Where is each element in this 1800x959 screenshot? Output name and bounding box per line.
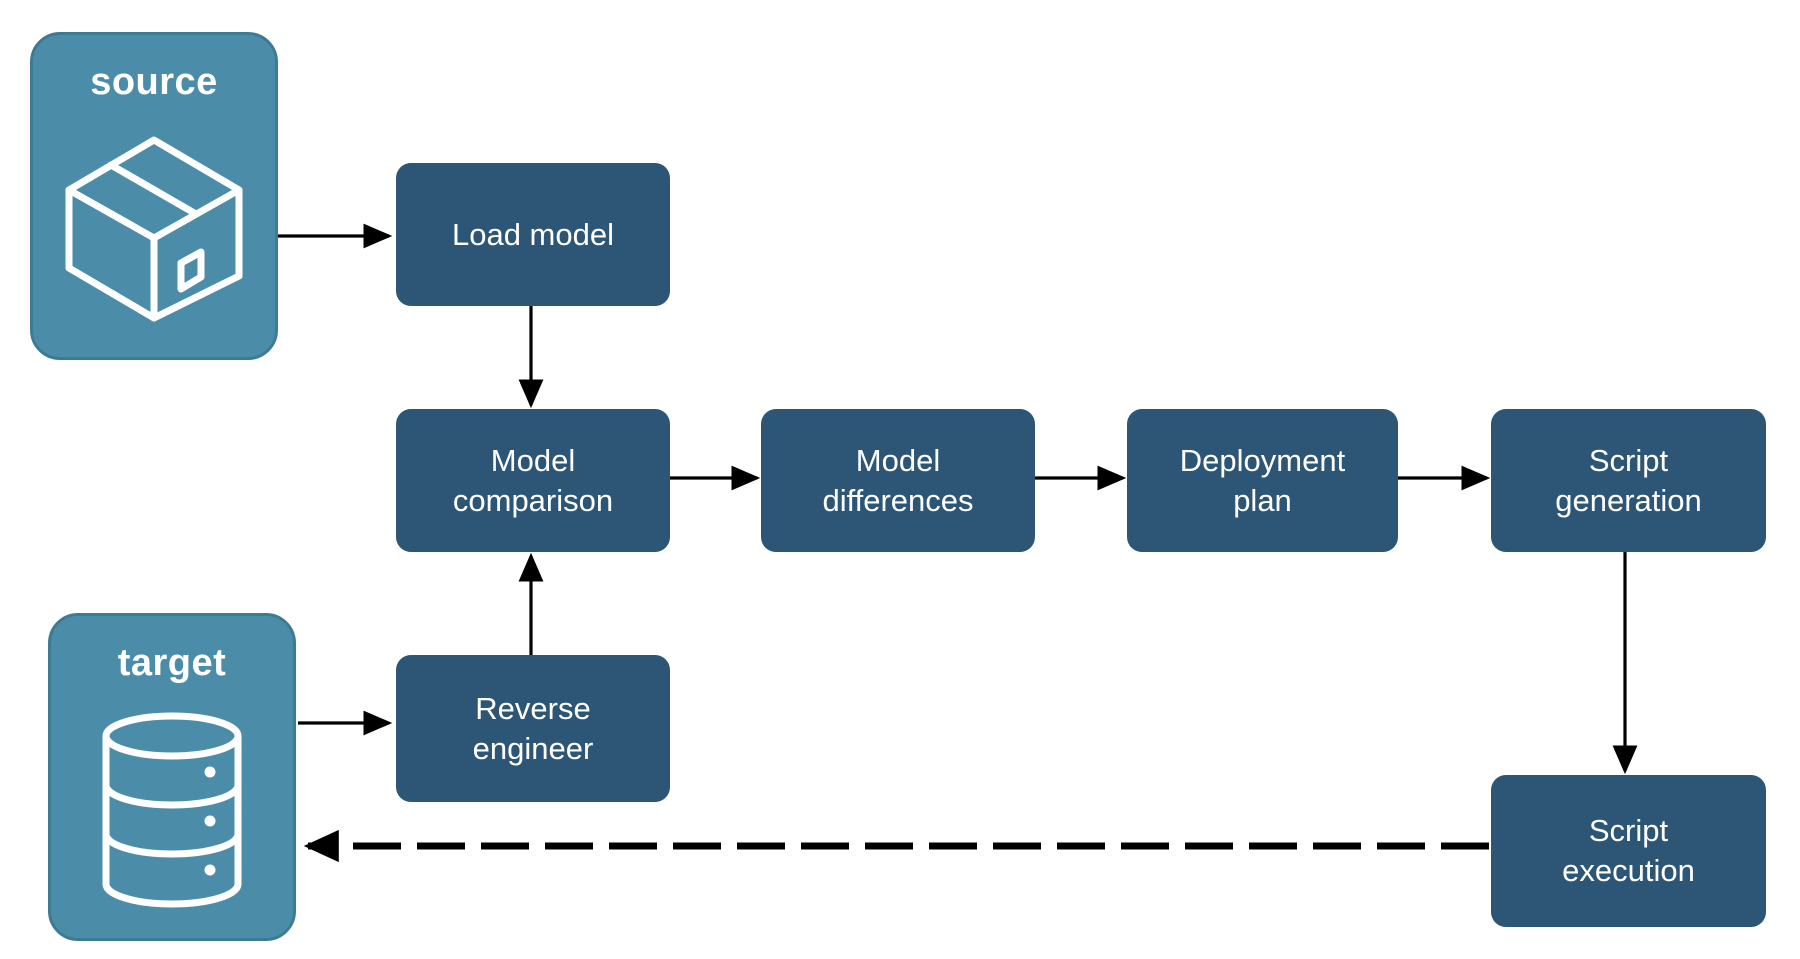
node-script-execution-line2: execution [1562, 853, 1695, 888]
node-model-differences[interactable]: Model differences [761, 409, 1035, 552]
endpoint-target-label: target [117, 642, 227, 684]
node-reverse-engineer[interactable]: Reverse engineer [396, 655, 670, 802]
node-model-comparison-line1: Model [490, 442, 576, 478]
node-reverse-engineer-line1: Reverse [475, 690, 591, 726]
node-script-generation-line2: generation [1555, 482, 1702, 518]
database-cylinder-icon [51, 682, 293, 938]
node-script-generation[interactable]: Script generation [1491, 409, 1766, 552]
node-model-differences-line2: differences [822, 482, 974, 518]
node-deployment-plan-line1: Deployment [1179, 442, 1346, 478]
node-script-generation-line1: Script [1588, 442, 1669, 478]
node-script-execution-line1: Script [1588, 813, 1669, 849]
node-model-comparison-line2: comparison [452, 482, 614, 518]
endpoint-source[interactable]: source [30, 32, 278, 360]
node-load-model-line1: Load model [451, 216, 614, 252]
package-box-icon [33, 101, 275, 357]
node-model-differences-line1: Model [855, 442, 941, 478]
node-deployment-plan[interactable]: Deployment plan [1127, 409, 1398, 552]
node-reverse-engineer-line2: engineer [472, 730, 594, 766]
node-script-execution[interactable]: Script execution [1491, 775, 1766, 927]
node-deployment-plan-line2: plan [1233, 482, 1292, 518]
endpoint-source-label: source [90, 61, 218, 103]
endpoint-target[interactable]: target [48, 613, 296, 941]
node-load-model[interactable]: Load model [396, 163, 670, 306]
node-model-comparison[interactable]: Model comparison [396, 409, 670, 552]
